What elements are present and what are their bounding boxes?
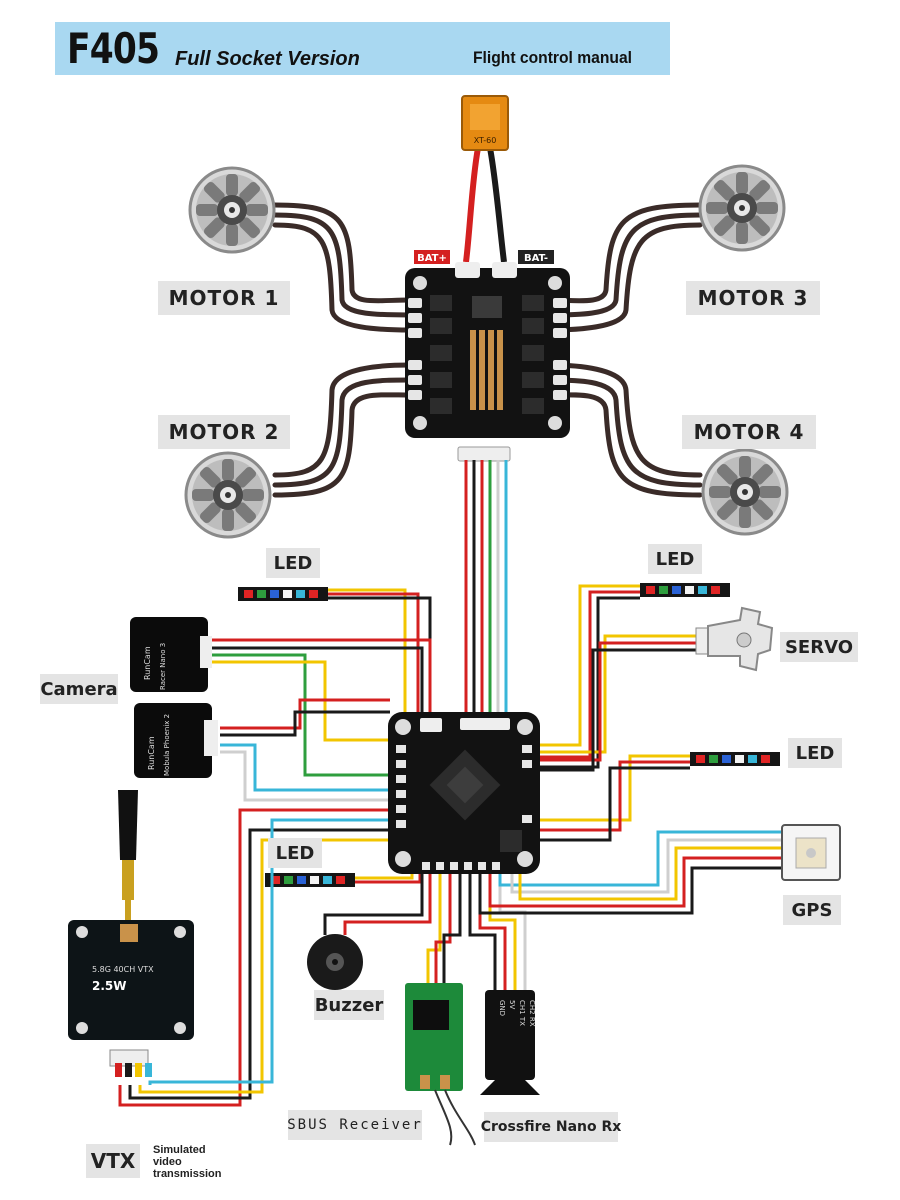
model-title: F405 [67,24,160,73]
motor-2-icon [184,451,272,539]
crossfire-label: Crossfire Nano Rx [481,1112,621,1142]
bat-neg-text: BAT- [524,253,548,264]
servo-icon [695,606,774,672]
version-subtitle: Full Socket Version [175,48,360,70]
gps-module [781,824,841,881]
camera-2-module: RunCam Mobula Phoenix 2 [134,703,218,778]
svg-text:RunCam: RunCam [143,646,152,680]
sbus-receiver-label: SBUS Receiver [287,1110,422,1140]
xt60-connector-icon: XT-60 [461,95,509,151]
motor-1-label: MOTOR 1 [158,281,290,315]
camera-label: Camera [40,674,118,704]
vtx-label: VTX [86,1144,140,1178]
svg-text:CH2 RX: CH2 RX [528,1000,536,1027]
led-top-right-label: LED [648,544,702,574]
motor-1-icon [188,166,276,254]
led-strip-mid-right [690,752,780,766]
buzzer-icon [307,934,363,990]
manual-title: Flight control manual [473,48,633,67]
bat-pos-tag [414,250,450,264]
svg-text:GND: GND [498,1000,506,1016]
camera-1-module: RunCam Racer Nano 3 [130,617,212,692]
esc-harness-plug [457,446,511,462]
bat-pos-text: BAT+ [417,253,447,264]
svg-text:5V: 5V [508,1000,516,1009]
led-bottom-left-label: LED [268,838,322,868]
motor-4-label: MOTOR 4 [682,415,816,449]
buzzer-label: Buzzer [314,990,384,1020]
battery-negative-lead [487,147,507,263]
motor-3-label: MOTOR 3 [686,281,820,315]
svg-text:XT-60: XT-60 [474,136,497,145]
motor-2-label: MOTOR 2 [158,415,290,449]
esc-fc-harness [464,460,508,720]
led-strip-top-left [238,587,328,601]
battery-positive-lead [463,147,481,263]
motor-3-icon [698,164,786,252]
svg-text:CH1 TX: CH1 TX [518,1000,526,1026]
led-top-left-label: LED [266,548,320,578]
vtx-module: 5.8G 40CH VTX 2.5W [68,790,194,1077]
svg-text:Racer Nano 3: Racer Nano 3 [159,643,167,690]
led-mid-right-label: LED [788,738,842,768]
peripheral-wiring [118,584,782,1107]
led-strip-bottom-left [265,873,355,887]
led-strip-top-right [640,583,730,597]
sbus-receiver-module [405,983,476,1146]
motor-4-icon [701,448,789,536]
esc-board [405,262,570,438]
vtx-model-text: 5.8G 40CH VTX [92,965,154,974]
vtx-power-text: 2.5W [92,979,127,993]
crossfire-receiver-module: GND 5V CH1 TX CH2 RX [480,990,540,1095]
vtx-note: Simulated video transmission [153,1144,222,1180]
title-banner: F405 Full Socket Version Flight control … [55,22,670,75]
gps-label: GPS [783,895,841,925]
servo-label: SERVO [780,632,858,662]
bat-neg-tag [518,250,554,264]
svg-text:Mobula Phoenix 2: Mobula Phoenix 2 [163,714,171,776]
motor-cables [272,202,703,498]
flight-controller-board [388,712,540,874]
svg-text:RunCam: RunCam [147,736,156,770]
